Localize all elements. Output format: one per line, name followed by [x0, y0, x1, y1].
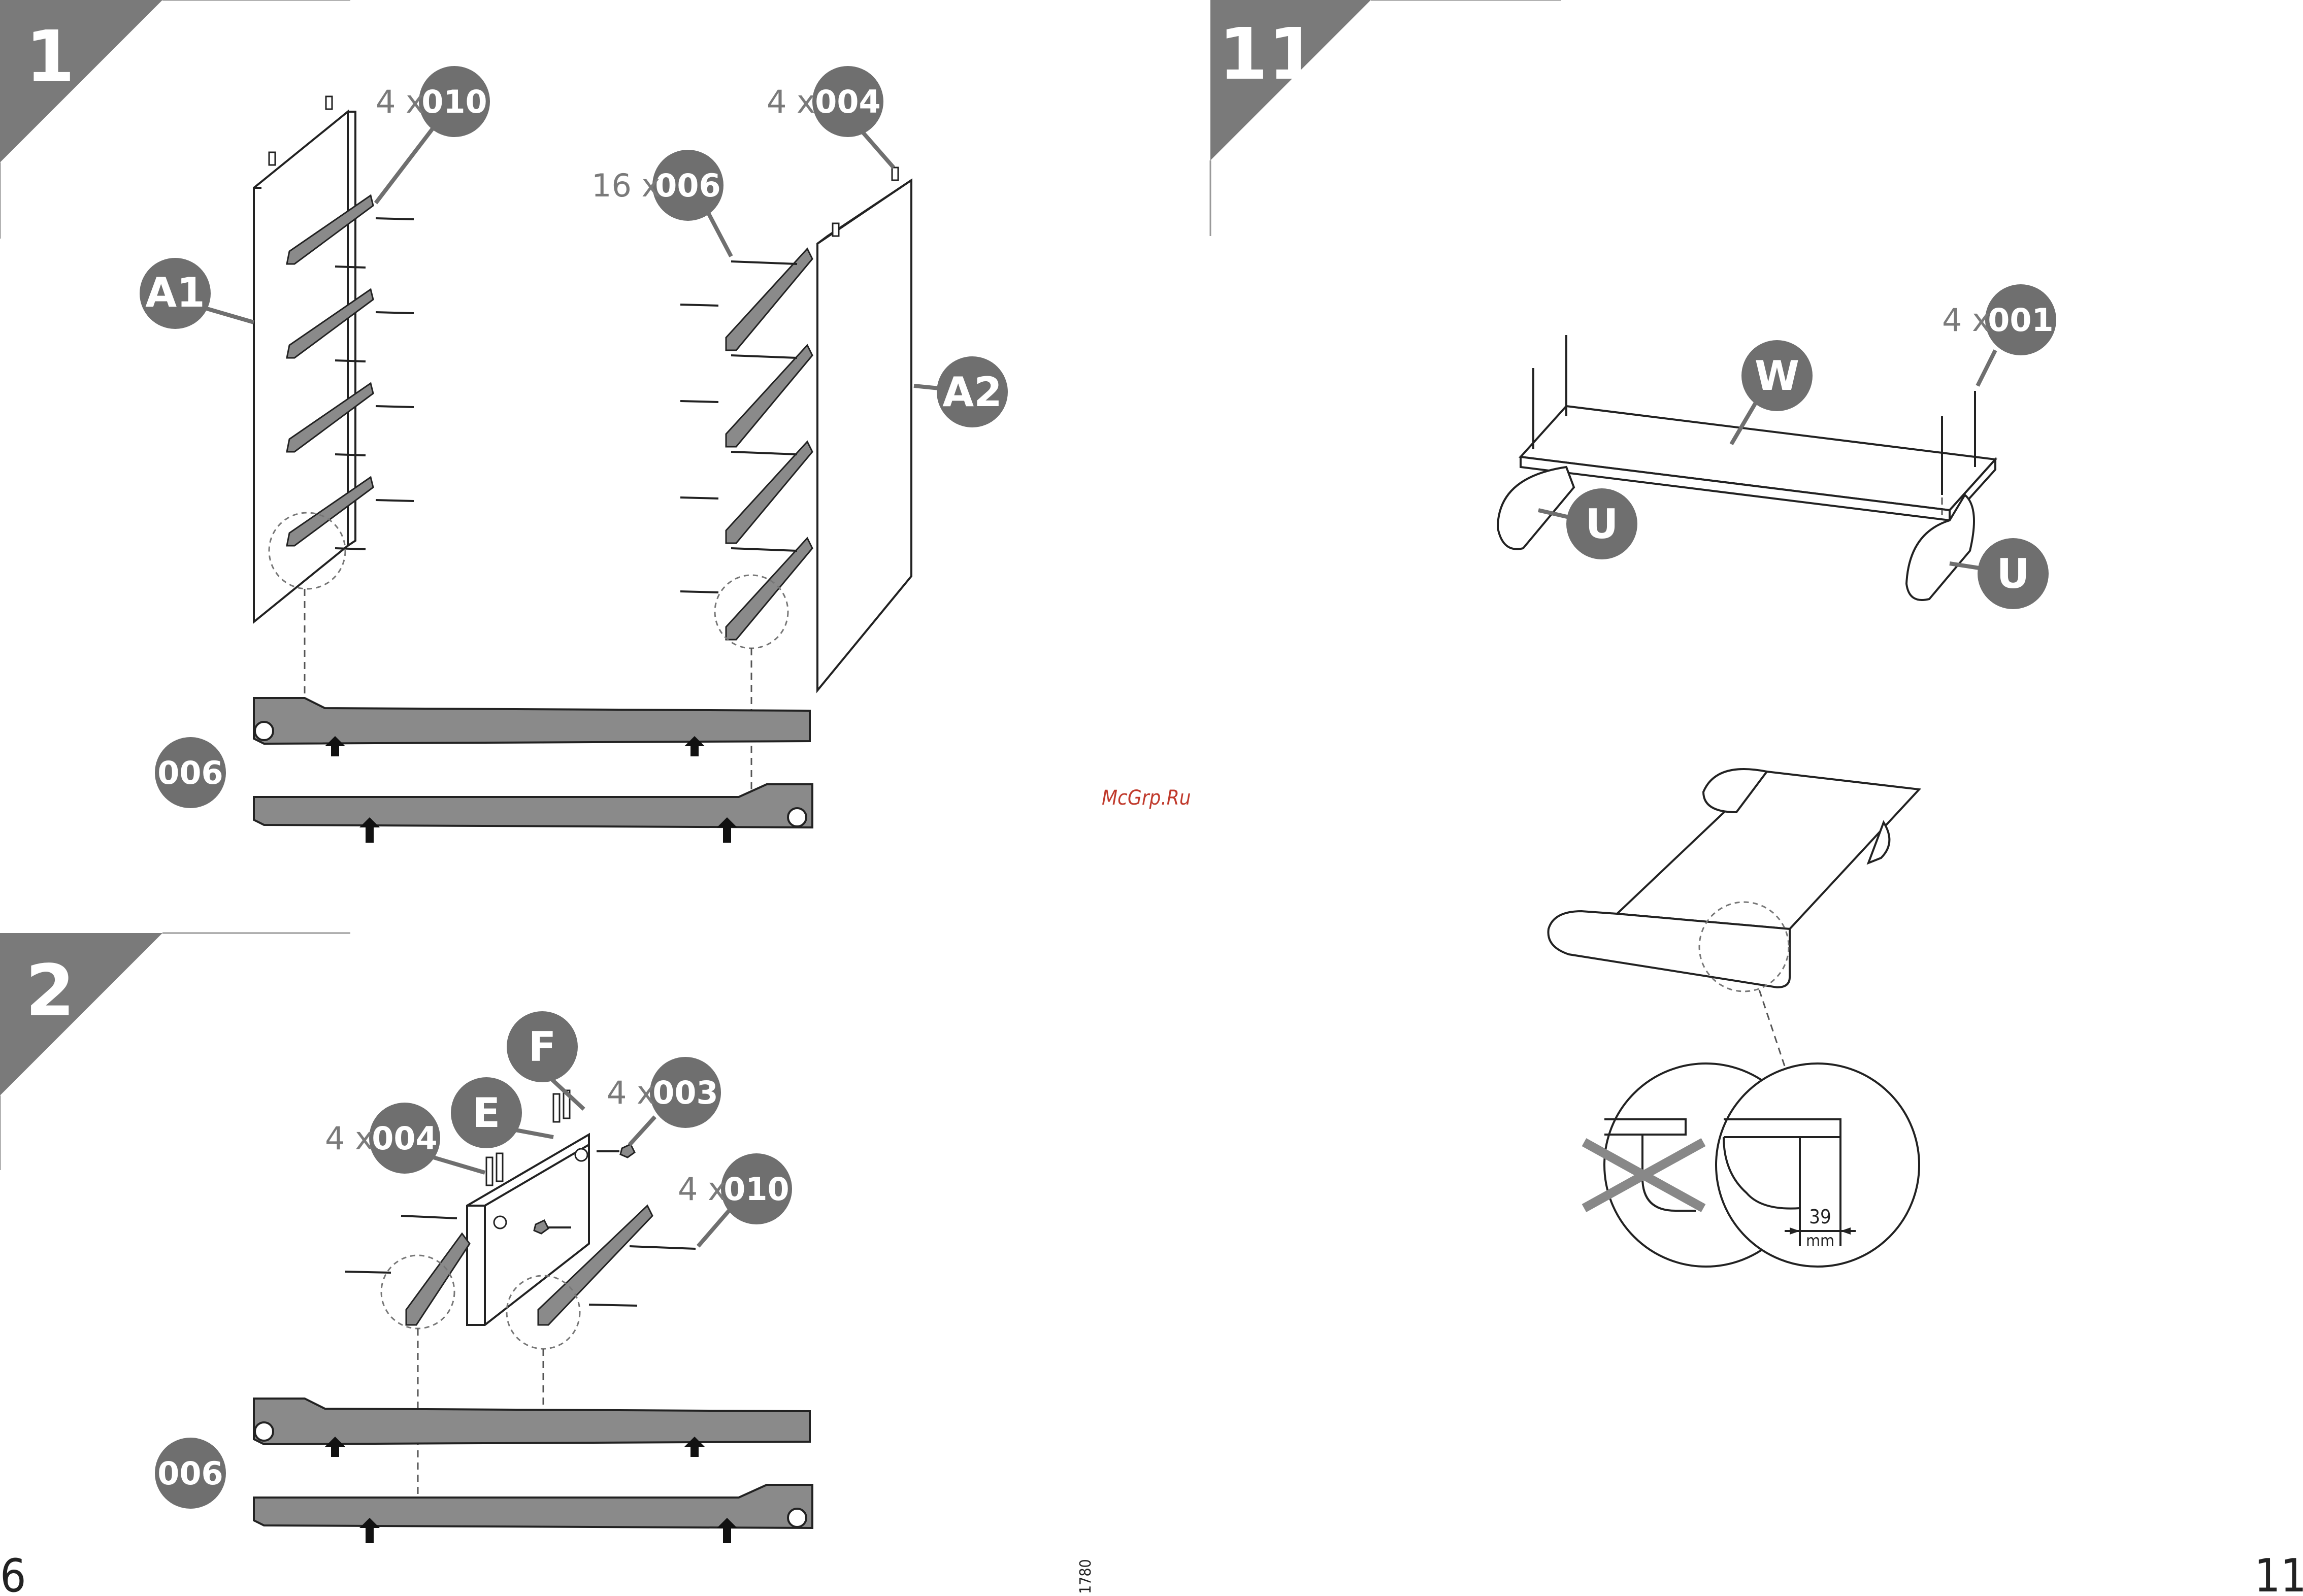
step-2-number: 2	[25, 950, 75, 1033]
code-003: 003	[652, 1074, 718, 1111]
code-step2-006-rail: 006	[157, 1455, 223, 1492]
step-11-tab: 11	[1210, 0, 1561, 236]
watermark: McGrp.Ru	[1102, 786, 1191, 810]
badge-003: 003 4 x	[607, 1057, 721, 1145]
code-001: 001	[1988, 302, 2053, 339]
badge-a2: A2	[914, 356, 1008, 427]
qty-step2-004: 4 x	[325, 1120, 374, 1157]
step-11-number: 11	[1219, 13, 1318, 96]
qty-001: 4 x	[1942, 302, 1991, 339]
code-006-screws: 006	[655, 167, 720, 204]
qty-010: 4 x	[376, 83, 424, 120]
step-2-rail-top	[254, 1399, 810, 1457]
label-w: W	[1755, 352, 1799, 400]
qty-006-screws: 16 x	[591, 167, 660, 204]
label-u-right: U	[1997, 550, 2030, 597]
badge-e: E	[451, 1077, 553, 1148]
label-a2: A2	[942, 369, 1002, 416]
page-number-left: 6	[0, 1549, 26, 1596]
badge-a1: A1	[140, 258, 254, 329]
badge-006-screws: 006 16 x	[591, 150, 731, 256]
step-1-illustration: A1 A2 010 4 x 004 4 x 006 16 x 006	[140, 66, 1008, 843]
badge-010: 010 4 x	[376, 66, 490, 203]
detail-correct: 39 mm	[1716, 1063, 1919, 1267]
step-2-rail-bottom	[254, 1485, 812, 1543]
code-step2-010: 010	[723, 1171, 789, 1208]
code-step2-004: 004	[372, 1120, 437, 1157]
label-u-left: U	[1586, 501, 1619, 548]
label-a1: A1	[145, 269, 205, 316]
page-number-center: 1780	[1077, 1559, 1095, 1594]
qty-step2-010: 4 x	[678, 1171, 727, 1208]
label-f: F	[529, 1023, 556, 1071]
step-11-illustration: W U U 001 4 x	[1498, 284, 2056, 1267]
badge-f: F	[507, 1011, 584, 1109]
qty-004: 4 x	[767, 83, 815, 120]
badge-006-rail: 006	[155, 737, 226, 808]
badge-001: 001 4 x	[1942, 284, 2056, 386]
code-004: 004	[815, 83, 880, 120]
badge-step2-010: 010 4 x	[678, 1153, 792, 1246]
step-1-number: 1	[25, 16, 75, 98]
step-1-rail-bottom	[254, 784, 812, 843]
badge-004: 004 4 x	[767, 66, 894, 168]
page-number-right: 11	[2254, 1549, 2303, 1596]
step-2-tab: 2	[0, 933, 350, 1170]
dimension-value: 39	[1809, 1206, 1831, 1228]
badge-step2-006-rail: 006	[155, 1438, 226, 1509]
code-010: 010	[421, 83, 487, 120]
step-1-rail-top	[254, 698, 810, 756]
qty-003: 4 x	[607, 1074, 655, 1111]
code-006-rail: 006	[157, 754, 223, 791]
dimension-unit: mm	[1806, 1231, 1834, 1250]
step-2-illustration: F E 004 4 x 003 4 x 010 4 x 006	[155, 1011, 812, 1543]
label-e: E	[473, 1089, 501, 1137]
